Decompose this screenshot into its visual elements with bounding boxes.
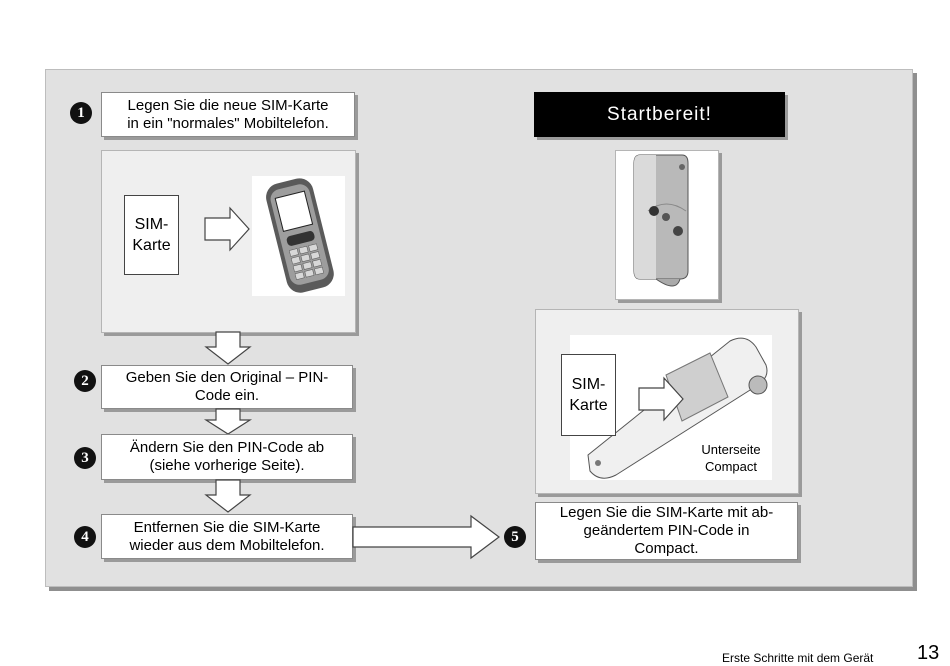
- step-2-box: Geben Sie den Original – PIN-Code ein.: [101, 365, 353, 409]
- step-4-line1: Entfernen Sie die SIM-Karte: [133, 518, 321, 536]
- step-5-number: 5: [504, 526, 526, 548]
- step-2-line1: Geben Sie den Original – PIN-: [125, 369, 329, 386]
- step-3-number: 3: [74, 447, 96, 469]
- page-number: 13: [917, 642, 940, 664]
- step-3-line1: Ändern Sie den PIN-Code ab: [129, 439, 325, 456]
- step-1-line2: in ein "normales" Mobiltelefon.: [127, 114, 329, 132]
- right-arrow-icon: [638, 376, 684, 422]
- sim-card-right: SIM- Karte: [561, 354, 616, 436]
- sim-card-label-line1: SIM-: [571, 376, 606, 393]
- mobile-phone-icon: [252, 176, 345, 296]
- step-4-number: 4: [74, 526, 96, 548]
- step-2-line2: Code ein.: [194, 387, 260, 404]
- underside-caption-line1: Unterseite: [701, 442, 761, 457]
- right-arrow-icon: [204, 206, 250, 252]
- sim-card-left: SIM- Karte: [124, 195, 179, 275]
- down-arrow-icon: [204, 331, 252, 365]
- step-5-box: Legen Sie die SIM-Karte mit ab-geänderte…: [535, 502, 798, 560]
- step-3-box: Ändern Sie den PIN-Code ab(siehe vorheri…: [101, 434, 353, 480]
- footer-text: Erste Schritte mit dem Gerät: [722, 651, 874, 665]
- right-arrow-icon: [352, 514, 500, 560]
- down-arrow-icon: [203, 408, 253, 435]
- step-1-number: 1: [70, 102, 92, 124]
- step-3-line2: (siehe vorherige Seite).: [149, 457, 305, 474]
- sim-card-label-line2: Karte: [569, 397, 608, 414]
- step-2-number: 2: [74, 370, 96, 392]
- step-5-line2: geändertem PIN-Code in: [583, 522, 750, 539]
- underside-caption-line2: Compact: [704, 459, 758, 474]
- sim-card-label-line1: SIM-: [134, 216, 169, 233]
- compact-device-icon: [633, 154, 689, 287]
- step-5-line1: Legen Sie die SIM-Karte mit ab-: [559, 504, 774, 521]
- step-5-line3: Compact.: [634, 540, 699, 557]
- down-arrow-icon: [204, 479, 252, 513]
- sim-card-label-line2: Karte: [132, 237, 171, 254]
- step-4-line2: wieder aus dem Mobiltelefon.: [129, 536, 325, 554]
- step-1-line1: Legen Sie die neue SIM-Karte: [127, 96, 329, 114]
- ready-label: Startbereit!: [534, 92, 785, 137]
